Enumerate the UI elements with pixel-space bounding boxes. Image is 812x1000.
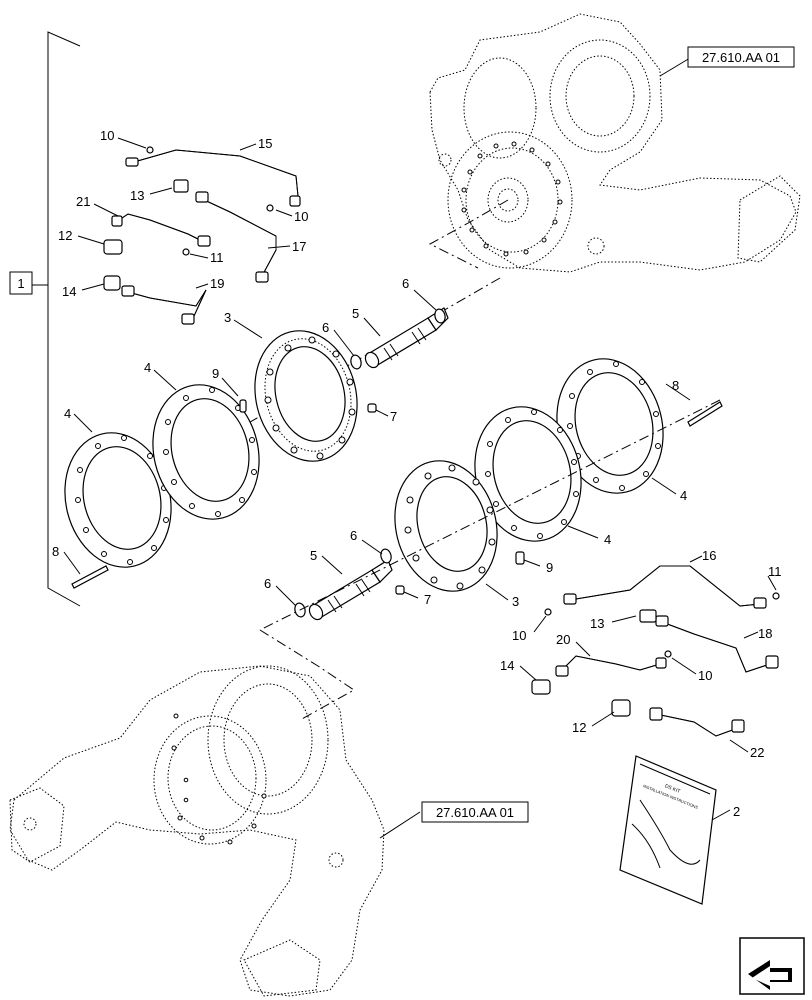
callout-8-b: 8 <box>672 378 679 393</box>
callout-7-a: 7 <box>390 409 397 424</box>
snap-ring-6-d <box>380 548 392 564</box>
callout-4-c: 4 <box>680 488 687 503</box>
callout-15: 15 <box>258 136 272 151</box>
callout-4-b: 4 <box>64 406 71 421</box>
stud-8-upper <box>71 565 109 589</box>
callout-12-b: 12 <box>572 720 586 735</box>
reference-box-top: 27.610.AA 01 <box>659 46 795 77</box>
callout-6-a: 6 <box>322 320 329 335</box>
hub-plate-3-lower <box>394 460 498 592</box>
callout-9-b: 9 <box>546 560 553 575</box>
callout-3-b: 3 <box>512 594 519 609</box>
hub-plate-3-upper <box>254 330 358 462</box>
callout-6-d: 6 <box>264 576 271 591</box>
callout-10-d: 10 <box>698 668 712 683</box>
callout-6-c: 6 <box>350 528 357 543</box>
upper-callouts: 10 15 13 10 21 12 11 17 14 19 <box>58 128 308 299</box>
callout-5-b: 5 <box>310 548 317 563</box>
brake-plate-4-outer-left <box>64 432 172 568</box>
reference-bottom-text: 27.610.AA 01 <box>436 805 514 820</box>
callout-3-a: 3 <box>224 310 231 325</box>
callout-2: 2 <box>733 804 740 819</box>
callout-10-c: 10 <box>512 628 526 643</box>
callout-4-d: 4 <box>604 532 611 547</box>
upper-hydraulic-lines <box>103 146 301 325</box>
lower-line-callouts: 16 11 10 13 18 20 10 14 12 22 <box>500 548 782 760</box>
callout-13-b: 13 <box>590 616 604 631</box>
callout-19: 19 <box>210 276 224 291</box>
lower-disc-callouts: 8 4 4 9 3 7 6 5 6 <box>264 378 691 609</box>
callout-22: 22 <box>750 745 764 760</box>
reference-top-text: 27.610.AA 01 <box>702 50 780 65</box>
callout-16: 16 <box>702 548 716 563</box>
callout-9-a: 9 <box>212 366 219 381</box>
installation-instructions-manual: DS KIT INSTALLATION INSTRUCTIONS 2 <box>619 755 740 905</box>
next-page-arrow-icon[interactable] <box>739 937 805 995</box>
dowel-pin-9-lower <box>515 551 525 565</box>
callout-12-a: 12 <box>58 228 72 243</box>
assembly-bracket: 1 <box>9 31 81 607</box>
callout-17: 17 <box>292 239 306 254</box>
snap-ring-6-a <box>350 354 362 370</box>
snap-ring-6-b <box>434 308 446 324</box>
callout-10-b: 10 <box>294 209 308 224</box>
callout-10-a: 10 <box>100 128 114 143</box>
lower-axle-housing <box>9 665 385 997</box>
callout-8-a: 8 <box>52 544 59 559</box>
dowel-pin-9-upper <box>239 399 247 413</box>
reference-box-bottom: 27.610.AA 01 <box>379 801 529 839</box>
upper-axle-housing <box>429 13 801 273</box>
brake-plate-4-inner-right <box>474 406 582 542</box>
brake-plate-4-outer-right <box>556 358 664 494</box>
lower-hydraulic-lines <box>531 565 780 737</box>
callout-5-a: 5 <box>352 306 359 321</box>
callout-13-a: 13 <box>130 188 144 203</box>
callout-11-b: 11 <box>768 564 782 579</box>
manual-title-1: DS KIT <box>664 783 681 795</box>
callout-14-a: 14 <box>62 284 76 299</box>
callout-18: 18 <box>758 626 772 641</box>
plug-7-upper <box>367 403 377 413</box>
callout-4-a: 4 <box>144 360 151 375</box>
item-1-label: 1 <box>17 276 24 291</box>
callout-11-a: 11 <box>210 250 224 265</box>
upper-disc-callouts: 3 4 4 9 7 6 5 6 8 <box>52 276 437 575</box>
stud-8-lower <box>687 401 723 427</box>
callout-21: 21 <box>76 194 90 209</box>
callout-20: 20 <box>556 632 570 647</box>
shaft-5-lower <box>308 559 393 621</box>
plug-7-lower <box>395 585 405 595</box>
callout-6-b: 6 <box>402 276 409 291</box>
callout-7-b: 7 <box>424 592 431 607</box>
callout-14-b: 14 <box>500 658 514 673</box>
